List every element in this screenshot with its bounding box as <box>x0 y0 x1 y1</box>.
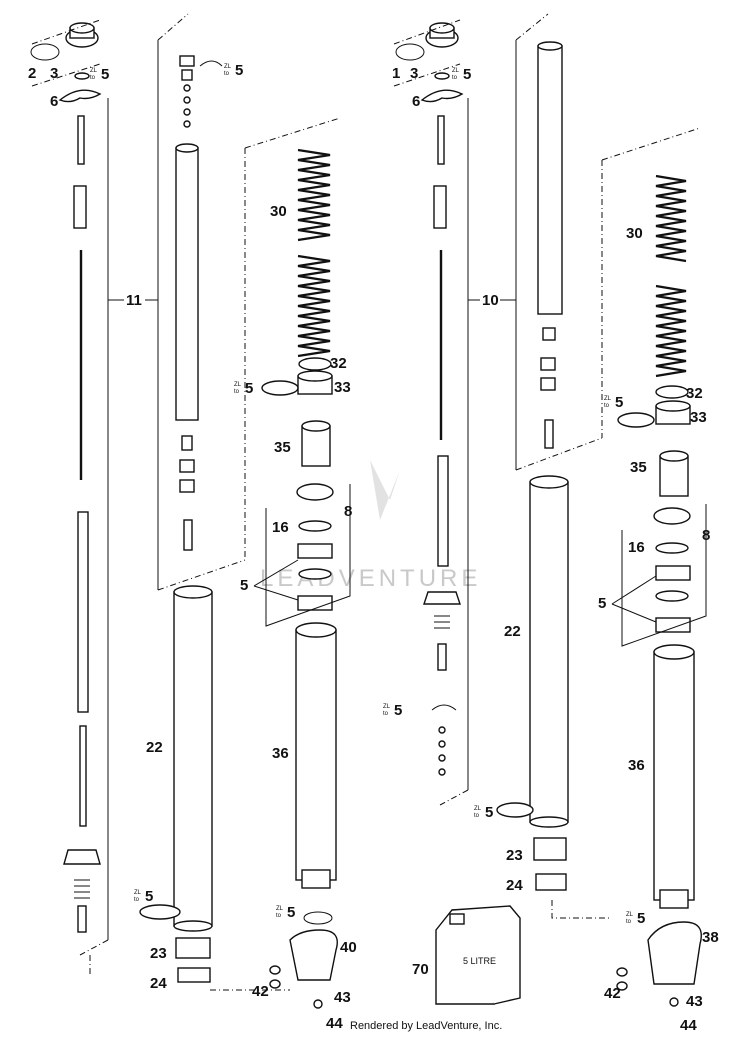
zl-tag: to <box>276 913 282 919</box>
part-number: 35 <box>630 459 647 476</box>
left-outer-tube <box>139 585 213 983</box>
part-number: 10 <box>482 292 499 309</box>
part-number: 5 <box>637 910 645 927</box>
zl-tag: to <box>383 711 389 717</box>
right-spring <box>655 174 687 378</box>
part-number: 8 <box>702 527 710 544</box>
part-number: 5 <box>235 62 243 79</box>
part-number: 11 <box>126 292 142 309</box>
part-number: 42 <box>252 983 269 1000</box>
part-number: 5 <box>145 888 153 905</box>
part-number: 33 <box>690 409 707 426</box>
zl-tag: ZL <box>134 890 142 896</box>
right-bushings <box>617 385 691 633</box>
watermark: LEADVENTURE <box>260 460 481 592</box>
part-number: 22 <box>504 623 521 640</box>
zl-tag: ZL <box>383 704 391 710</box>
right-outer-tube <box>496 475 569 891</box>
part-number: 1 <box>392 65 400 82</box>
left-inner-tube <box>157 13 246 591</box>
part-number: 2 <box>28 65 36 82</box>
part-number: 5 <box>485 804 493 821</box>
zl-tag: ZL <box>604 396 612 402</box>
part-number: 5 <box>245 380 253 397</box>
part-number: 3 <box>410 65 418 82</box>
part-number: 5 <box>394 702 402 719</box>
left-slider <box>269 622 338 1009</box>
part-number: 30 <box>626 225 643 242</box>
zl-tag: ZL <box>234 382 242 388</box>
part-number: 6 <box>412 93 420 110</box>
left-bushings <box>261 357 334 611</box>
part-number: 3 <box>50 65 58 82</box>
watermark-text: LEADVENTURE <box>260 565 481 592</box>
part-number: 38 <box>702 929 719 946</box>
part-number: 16 <box>272 519 289 536</box>
leader-lines <box>108 299 657 623</box>
part-number: 36 <box>272 745 289 762</box>
left-top-cap <box>30 22 102 103</box>
zl-tag: ZL <box>474 806 482 812</box>
right-top-cap <box>395 22 464 103</box>
part-number: 6 <box>50 93 58 110</box>
part-labels: 2 3 ZL to 5 6 11 ZL to 5 30 32 ZL to 5 3… <box>28 62 719 1034</box>
zl-tag: to <box>134 897 140 903</box>
part-number: 32 <box>330 355 347 372</box>
oil-can-label: 5 LITRE <box>463 956 496 966</box>
part-number: 23 <box>506 847 523 864</box>
zl-tag: to <box>90 75 96 81</box>
part-number: 5 <box>615 394 623 411</box>
zl-tag: to <box>604 403 610 409</box>
zl-tag: to <box>452 75 458 81</box>
credit-text: Rendered by LeadVenture, Inc. <box>350 1020 503 1032</box>
part-number: 43 <box>686 993 703 1010</box>
part-number: 5 <box>287 904 295 921</box>
right-damper-rod <box>423 115 461 776</box>
zl-tag: ZL <box>452 68 460 74</box>
part-number: 5 <box>463 66 471 83</box>
part-number: 5 <box>101 66 109 83</box>
part-number: 5 <box>240 577 248 594</box>
zl-tag: to <box>626 919 632 925</box>
zl-tag: to <box>474 813 480 819</box>
zl-tag: ZL <box>276 906 284 912</box>
left-spring <box>297 148 331 358</box>
part-number: 8 <box>344 503 352 520</box>
part-number: 30 <box>270 203 287 220</box>
zl-tag: ZL <box>224 64 232 70</box>
part-number: 44 <box>680 1017 697 1034</box>
part-number: 40 <box>340 939 357 956</box>
part-number: 70 <box>412 961 429 978</box>
right-slider <box>616 644 702 1007</box>
part-number: 5 <box>598 595 606 612</box>
zl-tag: to <box>224 71 230 77</box>
part-number: 22 <box>146 739 163 756</box>
part-number: 44 <box>326 1015 343 1032</box>
part-number: 43 <box>334 989 351 1006</box>
part-number: 42 <box>604 985 621 1002</box>
part-number: 16 <box>628 539 645 556</box>
part-number: 33 <box>334 379 351 396</box>
part-number: 24 <box>150 975 167 992</box>
watermark-flame-icon <box>370 460 400 520</box>
right-inner-tube <box>515 13 603 471</box>
part-number: 23 <box>150 945 167 962</box>
zl-tag: to <box>234 389 240 395</box>
part-number: 35 <box>274 439 291 456</box>
part-number: 32 <box>686 385 703 402</box>
part-number: 36 <box>628 757 645 774</box>
zl-tag: ZL <box>90 68 98 74</box>
oil-can: 5 LITRE <box>435 905 521 1005</box>
left-damper-rod <box>63 115 101 933</box>
part-number: 24 <box>506 877 523 894</box>
zl-tag: ZL <box>626 912 634 918</box>
